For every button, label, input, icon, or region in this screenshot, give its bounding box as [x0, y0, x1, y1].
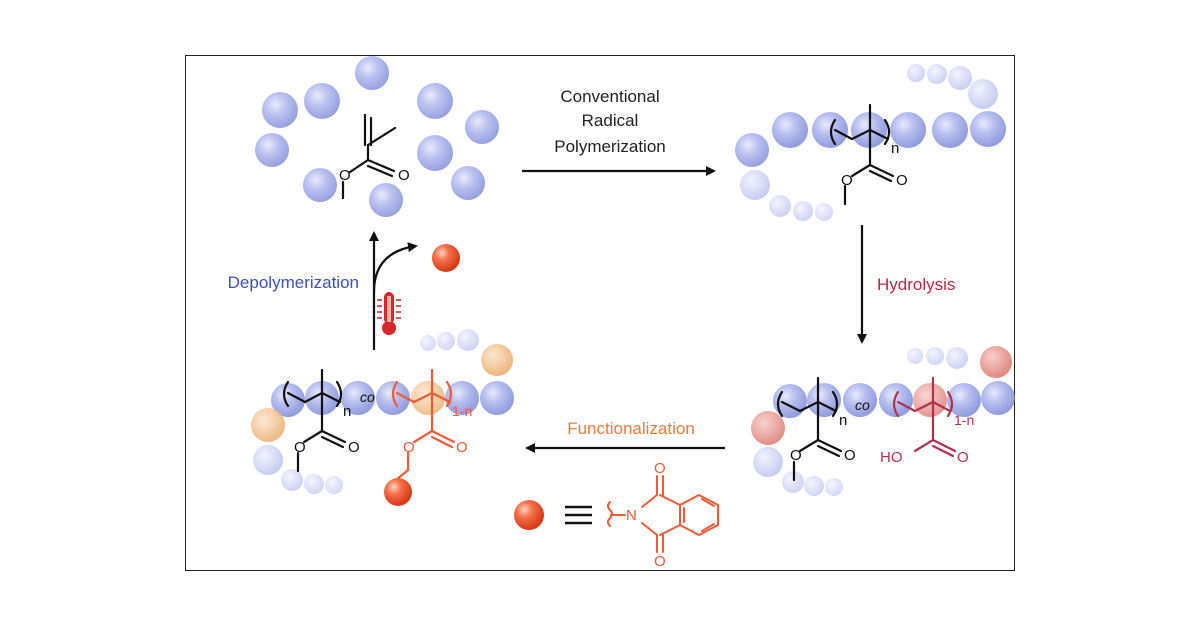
functionalized-copolymer-structure-ester	[391, 368, 456, 482]
functional-group-sphere	[384, 478, 412, 506]
functionalized-copolymer-chain	[251, 329, 514, 494]
functionalization-label: Functionalization	[567, 419, 695, 438]
hydrolysis-step: Hydrolysis	[857, 225, 955, 344]
monomer-sphere	[303, 168, 337, 202]
functional-group-legend: N O O	[514, 460, 719, 570]
ester-oxygen: O	[294, 439, 306, 456]
release-arrow	[372, 242, 418, 293]
ester-oxygen: O	[339, 167, 351, 184]
repeat-unit-n: n	[891, 140, 899, 157]
carbonyl-oxygen: O	[398, 167, 410, 184]
acid-sphere	[980, 346, 1012, 378]
ester-oxygen: O	[841, 172, 853, 189]
carbonyl-oxygen: O	[348, 439, 360, 456]
polymerization-label-line2: Radical	[582, 111, 639, 130]
hydroxyl-label: HO	[880, 449, 903, 466]
acid-copolymer-chain	[751, 346, 1015, 496]
depolymerization-label: Depolymerization	[228, 273, 359, 292]
polymerization-label-line1: Conventional	[560, 87, 659, 106]
functionalized-sphere	[481, 344, 513, 376]
copolymer-label: co	[855, 397, 870, 413]
monomer-sphere	[262, 92, 298, 128]
monomer-sphere	[465, 110, 499, 144]
polymerization-label-line3: Polymerization	[554, 137, 666, 156]
monomer-sphere	[417, 135, 453, 171]
acid-copolymer-structure-mma	[776, 376, 843, 482]
polymerization-step: Conventional Radical Polymerization	[522, 87, 716, 176]
imide-oxygen-top: O	[654, 460, 666, 477]
equivalence-sign	[565, 505, 592, 525]
released-functional-group-sphere	[432, 244, 460, 272]
monomer-sphere	[417, 83, 453, 119]
phthalimide-structure	[607, 475, 719, 553]
repeat-unit-1-n: 1-n	[954, 412, 974, 428]
repeat-unit-n: n	[839, 412, 847, 429]
imide-oxygen-bottom: O	[654, 553, 666, 570]
acid-copolymer-structure-maa	[892, 376, 957, 458]
acid-carbonyl-oxygen: O	[957, 449, 969, 466]
functionalized-sphere	[251, 408, 285, 442]
hydrolysis-label: Hydrolysis	[877, 275, 955, 294]
monomer-cluster	[255, 56, 499, 217]
carbonyl-oxygen: O	[896, 172, 908, 189]
nitrogen-label: N	[626, 507, 637, 524]
functionalization-step: Functionalization	[525, 419, 725, 453]
polymer-chain-pmma	[735, 64, 1006, 221]
monomer-sphere	[369, 183, 403, 217]
acid-sphere	[751, 411, 785, 445]
monomer-sphere	[451, 166, 485, 200]
functional-carbonyl-oxygen: O	[456, 439, 468, 456]
monomer-sphere	[355, 56, 389, 90]
functionalized-copolymer-structure-mma	[282, 368, 347, 473]
functionalized-sphere	[411, 381, 445, 415]
pmma-structure	[829, 103, 895, 206]
functional-group-sphere	[514, 500, 544, 530]
acid-sphere	[913, 383, 947, 417]
functional-ester-oxygen: O	[403, 439, 415, 456]
repeat-unit-1-n: 1-n	[452, 403, 472, 419]
thermometer-icon	[377, 292, 401, 335]
monomer-sphere	[304, 83, 340, 119]
copolymer-label: co	[360, 389, 375, 405]
carbonyl-oxygen: O	[844, 447, 856, 464]
monomer-sphere	[255, 133, 289, 167]
ester-oxygen: O	[790, 447, 802, 464]
depolymerization-step: Depolymerization	[228, 231, 460, 350]
repeat-unit-n: n	[343, 403, 351, 420]
monomer-structure	[341, 113, 397, 200]
